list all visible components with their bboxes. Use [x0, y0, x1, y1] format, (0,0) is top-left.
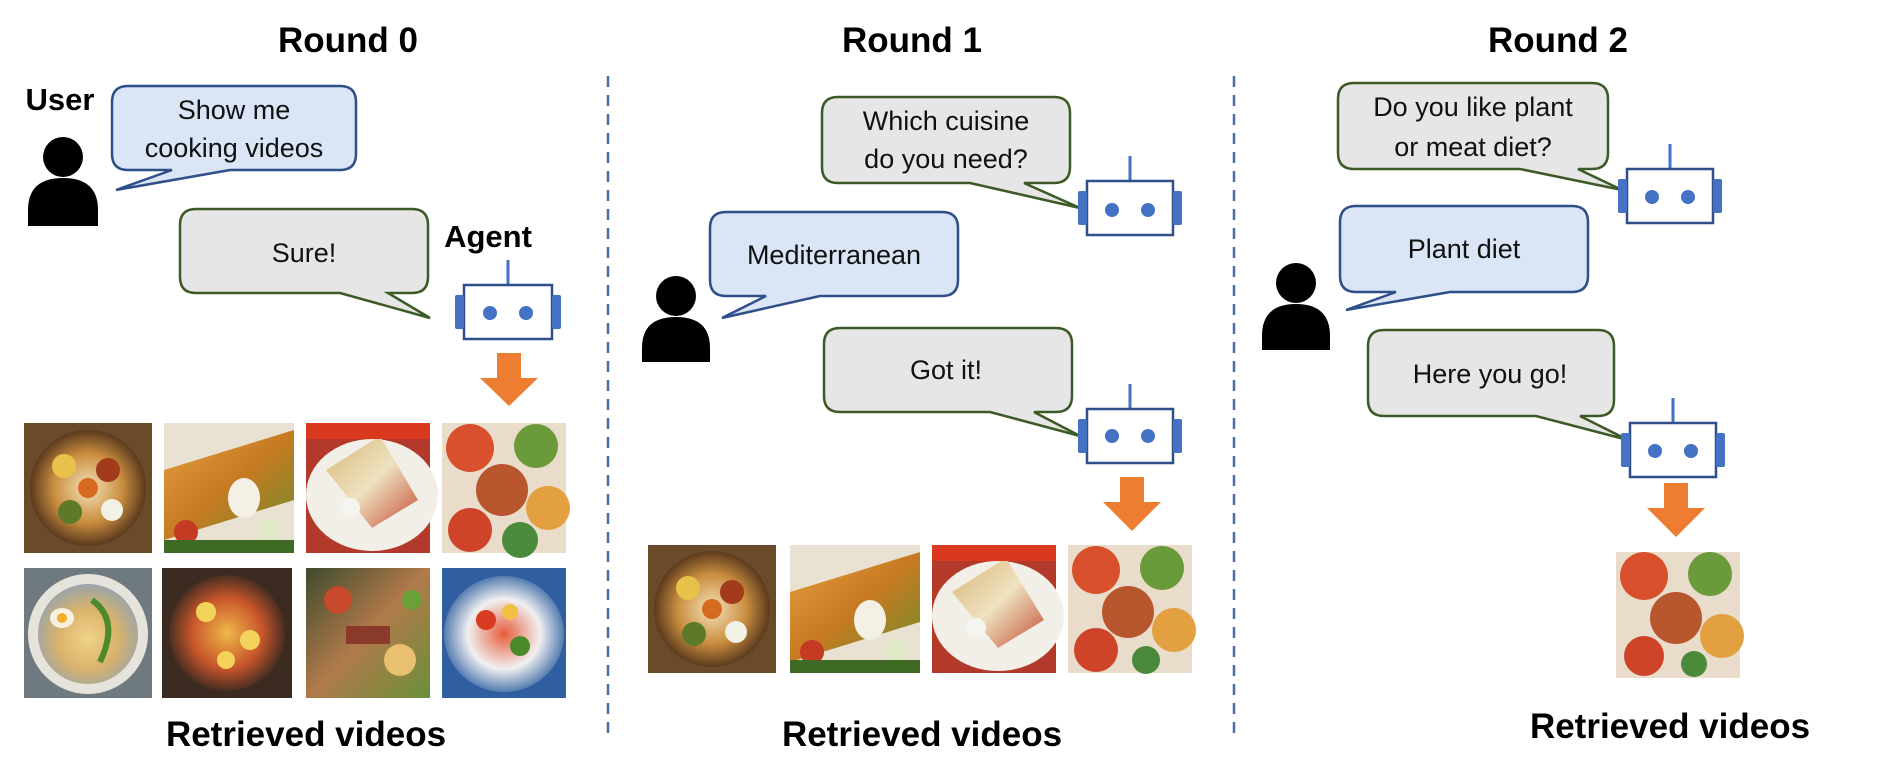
- down-arrow-icon: [480, 353, 538, 406]
- caption-retrieved-videos: Retrieved videos: [166, 715, 446, 754]
- user-bubble: Show me cooking videos: [110, 84, 358, 192]
- robot-icon: [1078, 384, 1182, 465]
- bubble-text: Do you like plant: [1373, 92, 1573, 122]
- agent-bubble: Do you like plant or meat diet?: [1336, 81, 1623, 192]
- down-arrow-icon: [1103, 477, 1161, 531]
- bubble-text: Show me: [178, 95, 291, 125]
- round-title: Round 0: [278, 21, 418, 60]
- user-bubble: Mediterranean: [708, 210, 960, 320]
- video-thumbnail[interactable]: [648, 545, 776, 673]
- round-title: Round 2: [1488, 21, 1628, 60]
- robot-icon: [455, 260, 561, 341]
- user-icon: [642, 276, 710, 362]
- bubble-text: cooking videos: [145, 133, 324, 163]
- bubble-text: do you need?: [864, 144, 1028, 174]
- bubble-text: Sure!: [272, 238, 337, 268]
- video-thumbnail[interactable]: [162, 568, 292, 698]
- video-thumbnail[interactable]: [442, 568, 566, 698]
- video-thumbnail[interactable]: [1068, 545, 1196, 674]
- bubble-text: Which cuisine: [863, 106, 1030, 136]
- video-thumbnail[interactable]: [164, 423, 294, 553]
- user-icon: [28, 137, 98, 226]
- caption-retrieved-videos: Retrieved videos: [1530, 707, 1810, 746]
- agent-bubble: Which cuisine do you need?: [820, 95, 1081, 210]
- robot-icon: [1078, 156, 1182, 237]
- video-thumbnail[interactable]: [790, 545, 920, 673]
- robot-icon: [1621, 398, 1725, 479]
- video-thumbnail[interactable]: [306, 423, 438, 553]
- agent-bubble: Sure!: [178, 207, 431, 320]
- user-label: User: [26, 82, 95, 117]
- video-thumbnail[interactable]: [24, 568, 152, 698]
- video-thumbnail[interactable]: [442, 423, 570, 558]
- user-bubble: Plant diet: [1338, 204, 1590, 312]
- caption-retrieved-videos: Retrieved videos: [782, 715, 1062, 754]
- video-thumbnail[interactable]: [24, 423, 152, 553]
- video-thumbnail[interactable]: [932, 545, 1064, 673]
- bubble-text: or meat diet?: [1394, 132, 1552, 162]
- video-thumbnail[interactable]: [306, 568, 430, 698]
- bubble-text: Got it!: [910, 355, 982, 385]
- round-title: Round 1: [842, 21, 982, 60]
- user-icon: [1262, 263, 1330, 350]
- down-arrow-icon: [1647, 483, 1705, 537]
- robot-icon: [1618, 144, 1722, 225]
- agent-label: Agent: [444, 219, 532, 254]
- bubble-text: Plant diet: [1408, 234, 1521, 264]
- bubble-text: Mediterranean: [747, 240, 921, 270]
- bubble-text: Here you go!: [1413, 359, 1568, 389]
- agent-bubble: Got it!: [822, 326, 1081, 438]
- agent-bubble: Here you go!: [1366, 328, 1629, 442]
- video-thumbnail[interactable]: [1616, 552, 1744, 678]
